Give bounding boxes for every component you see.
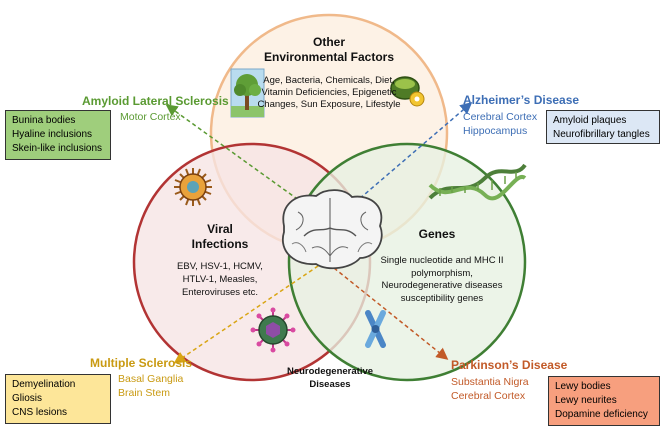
parkinsons-feature: Lewy bodies <box>555 381 611 392</box>
virus-icon <box>174 168 212 206</box>
environment-text-line: Changes, Sun Exposure, Lifestyle <box>257 99 401 110</box>
als-arrow <box>165 104 333 225</box>
ms-feature: Gliosis <box>12 393 43 404</box>
genes-text-line: polymorphism, <box>411 267 473 279</box>
ms-title: Multiple Sclerosis <box>90 356 193 370</box>
chromosome-icon <box>365 310 386 348</box>
parkinsons-features-box: Lewy bodies Lewy neurites Dopamine defic… <box>548 376 660 426</box>
viral-text-line: HTLV-1, Measles, <box>182 274 258 285</box>
ms-feature: CNS lesions <box>12 407 68 418</box>
parkinsons-feature: Lewy neurites <box>555 395 617 406</box>
genes-title: Genes <box>418 227 456 241</box>
viral-title-line2: Infections <box>191 237 249 251</box>
virus-particle-icon <box>250 307 296 353</box>
alzheimers-features-box: Amyloid plaques Neurofibrillary tangles <box>546 110 660 144</box>
viral-infections-text: EBV, HSV-1, HCMV, HTLV-1, Measles, Enter… <box>165 260 275 299</box>
environment-title-line2: Environmental Factors <box>263 50 395 64</box>
genes-text-line: susceptibility genes <box>400 292 484 304</box>
parkinsons-arrow <box>333 267 449 360</box>
als-features-box: Bunina bodies Hyaline inclusions Skein-l… <box>5 110 111 160</box>
alzheimers-location: Hippocampus <box>463 125 528 137</box>
brain-icon <box>281 189 383 270</box>
viral-text-line: EBV, HSV-1, HCMV, <box>177 261 263 272</box>
parkinsons-title: Parkinson’s Disease <box>451 358 568 372</box>
dna-helix-icon <box>428 163 527 201</box>
environment-title: Other Environmental Factors <box>239 35 419 65</box>
ms-features-box: Demyelination Gliosis CNS lesions <box>5 374 111 424</box>
environment-text-line: Vitamin Deficiencies, Epigenetic <box>261 87 397 98</box>
als-feature: Bunina bodies <box>12 115 76 126</box>
alzheimers-location: Cerebral Cortex <box>463 111 538 123</box>
als-feature: Hyaline inclusions <box>12 129 93 140</box>
genes-text-line: Single nucleotide and MHC II <box>380 255 504 266</box>
als-location: Motor Cortex <box>120 111 181 123</box>
als-feature: Skein-like inclusions <box>12 143 103 154</box>
center-label-line: Diseases <box>309 378 351 390</box>
tree-icon <box>230 68 265 118</box>
parkinsons-locations: Substantia Nigra Cerebral Cortex <box>451 375 529 403</box>
alzheimers-feature: Neurofibrillary tangles <box>553 129 650 140</box>
ms-feature: Demyelination <box>12 379 76 390</box>
neurodegenerative-diseases-label: Neurodegenerative Diseases <box>265 366 395 391</box>
alzheimers-locations: Cerebral Cortex Hippocampus <box>463 110 537 138</box>
parkinsons-location: Cerebral Cortex <box>451 390 526 402</box>
genes-text: Single nucleotide and MHC II polymorphis… <box>372 255 512 305</box>
ms-locations: Basal Ganglia Brain Stem <box>118 372 183 400</box>
ms-arrow <box>173 261 325 364</box>
viral-title: Viral Infections <box>165 222 275 252</box>
ms-location: Brain Stem <box>118 387 170 399</box>
als-title: Amyloid Lateral Sclerosis <box>82 94 229 108</box>
alzheimers-title: Alzheimer’s Disease <box>463 93 580 107</box>
center-label-line: Neurodegenerative <box>286 366 374 377</box>
ms-location: Basal Ganglia <box>118 373 184 385</box>
parkinsons-feature: Dopamine deficiency <box>555 409 648 420</box>
environment-factors-text: Age, Bacteria, Chemicals, Diet, Vitamin … <box>249 75 409 111</box>
environment-text-line: Age, Bacteria, Chemicals, Diet, <box>263 75 395 86</box>
environment-title-line1: Other <box>312 35 345 49</box>
genes-text-line: Neurodegenerative diseases <box>381 280 503 291</box>
viral-title-line1: Viral <box>207 222 233 236</box>
food-bowl-icon <box>390 76 425 107</box>
alzheimers-feature: Amyloid plaques <box>553 115 627 126</box>
viral-text-line: Enteroviruses etc. <box>181 287 259 298</box>
parkinsons-location: Substantia Nigra <box>451 376 529 388</box>
